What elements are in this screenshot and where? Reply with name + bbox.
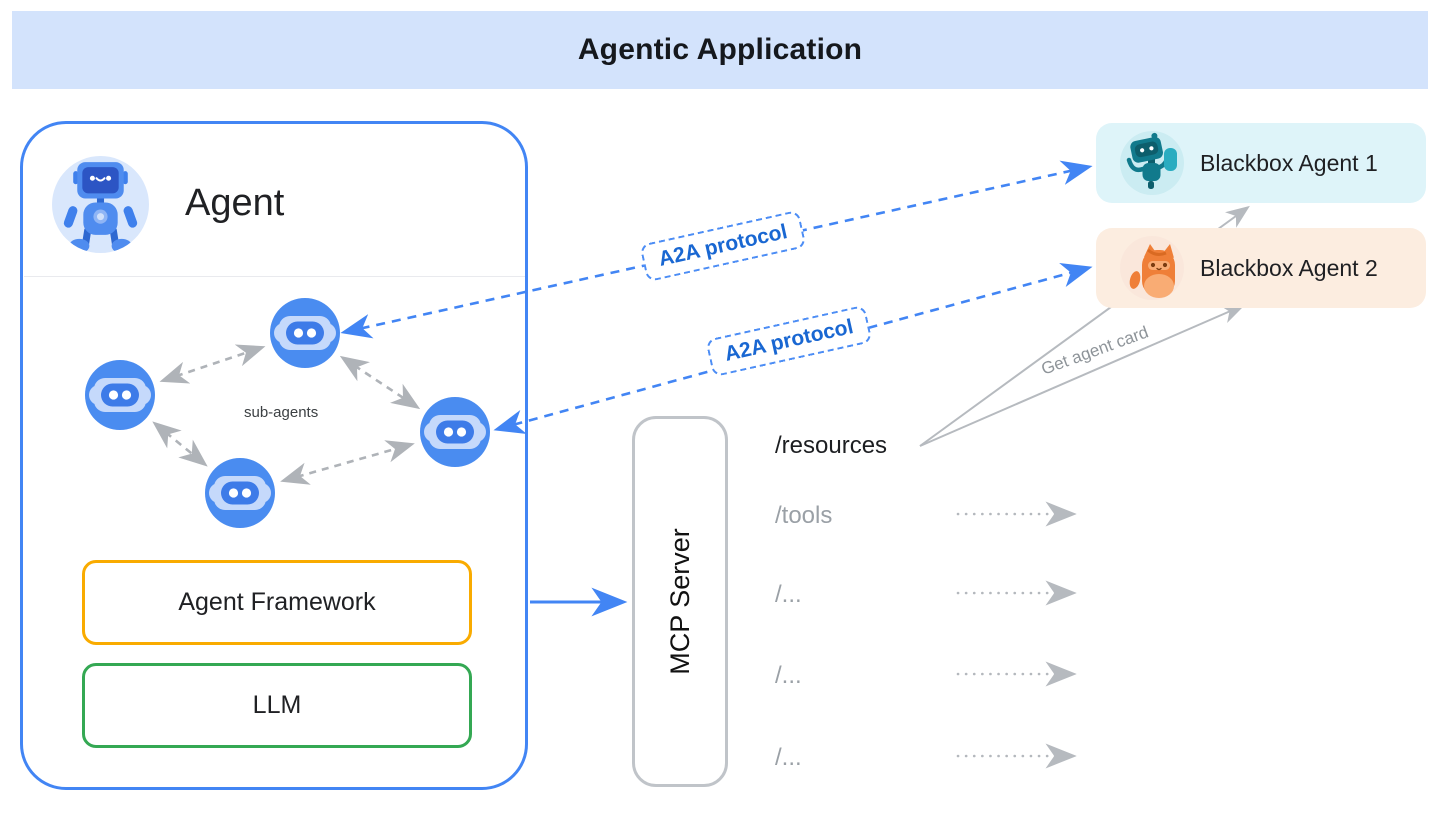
- endpoint-tools: /tools: [775, 502, 833, 529]
- agent-avatar-icon: [52, 156, 149, 253]
- endpoint-etc-1: /...: [775, 581, 802, 608]
- get-agent-card-arrow-2: [919, 304, 1246, 447]
- endpoint-resources: /resources: [775, 432, 888, 459]
- blackbox-agent-1-robot-icon: [1120, 131, 1184, 195]
- mcp-server-box: MCP Server: [632, 416, 728, 787]
- blackbox-agent-2-label: Blackbox Agent 2: [1200, 254, 1378, 281]
- agent-header-divider: [24, 276, 525, 277]
- llm-label: LLM: [252, 691, 302, 719]
- endpoint-etc-2: /...: [775, 662, 802, 689]
- sub-agent-icon: [205, 458, 275, 528]
- mcp-server-label: MCP Server: [664, 528, 695, 675]
- sub-agent-icon: [270, 298, 340, 368]
- sub-agent-icon: [420, 397, 490, 467]
- sub-agents-label: sub-agents: [244, 404, 319, 421]
- blackbox-agent-2-card: Blackbox Agent 2: [1096, 228, 1426, 308]
- agent-framework-label: Agent Framework: [178, 588, 376, 616]
- subagent-link-left-bottom: [152, 421, 208, 467]
- sub-agent-icon: [85, 360, 155, 430]
- subagent-link-left-top: [159, 344, 266, 384]
- blackbox-agent-2-cat-icon: [1120, 236, 1184, 300]
- header-banner: Agentic Application: [12, 11, 1428, 89]
- llm-box: LLM: [82, 663, 472, 748]
- subagent-link-top-right: [339, 355, 421, 410]
- agent-framework-box: Agent Framework: [82, 560, 472, 645]
- endpoint-etc-3: /...: [775, 744, 802, 771]
- subagent-link-bottom-right: [280, 440, 415, 485]
- agent-title: Agent: [185, 182, 285, 224]
- blackbox-agent-1-card: Blackbox Agent 1: [1096, 123, 1426, 203]
- page-title: Agentic Application: [577, 33, 863, 66]
- blackbox-agent-1-label: Blackbox Agent 1: [1200, 149, 1378, 176]
